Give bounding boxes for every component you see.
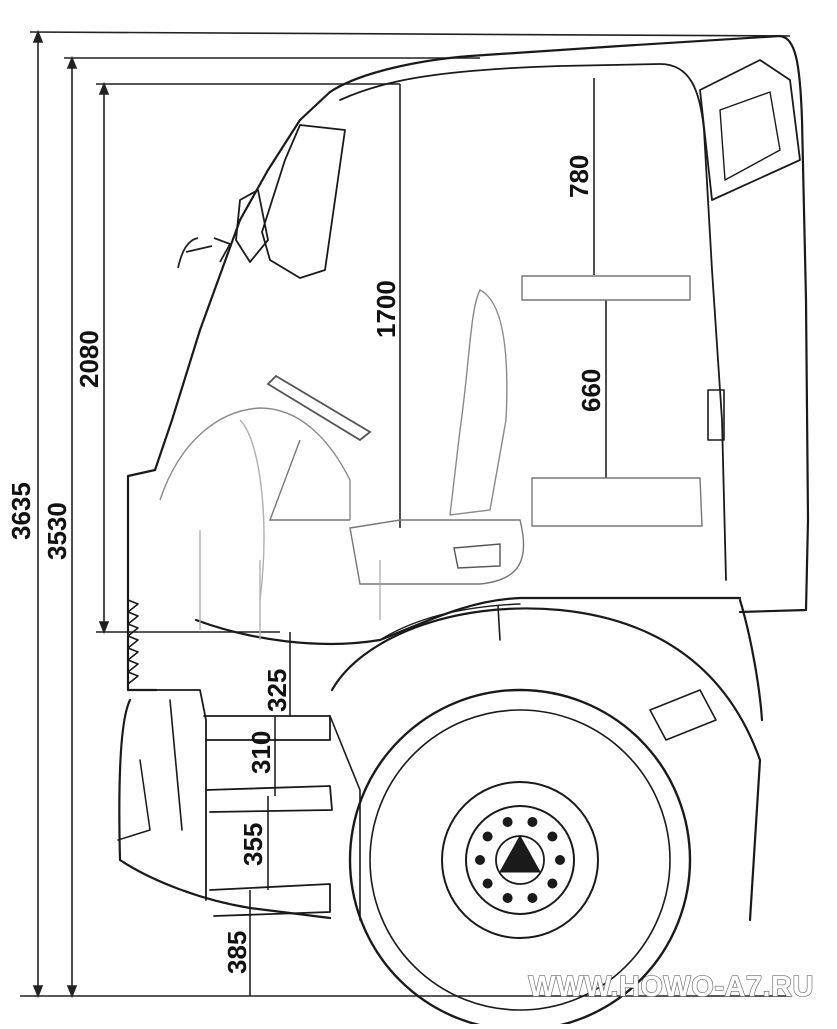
upper-step — [203, 715, 331, 741]
watermark: WWW.HOWO-A7.RU — [528, 971, 814, 1003]
door-handle — [707, 389, 725, 441]
label-660: 660 — [576, 369, 606, 412]
steering-wheel — [266, 374, 372, 442]
tire — [348, 688, 692, 1029]
wheel-nut — [547, 878, 558, 889]
fender — [330, 607, 762, 922]
wheel-nut — [475, 855, 485, 865]
wheel-nuts — [475, 817, 565, 903]
driver-seat — [449, 289, 508, 516]
hub — [465, 805, 575, 915]
hand-sketch-mark — [177, 237, 232, 269]
roof-and-rear-wall — [328, 34, 810, 614]
wheel-nut — [527, 817, 538, 827]
label-325: 325 — [262, 669, 292, 712]
wheel-nut — [547, 831, 558, 842]
front-wheel — [348, 688, 692, 1029]
cab-interior — [159, 275, 703, 640]
wheel-nut — [502, 893, 513, 903]
overall-height-dimension-lines — [20, 29, 791, 999]
front-bumper — [118, 698, 332, 920]
windscreen — [153, 90, 332, 472]
label-385: 385 — [222, 931, 252, 974]
wheel-nut — [502, 817, 513, 827]
wheel-nut — [482, 831, 493, 842]
dashboard — [159, 407, 351, 520]
wheel-nut — [527, 893, 538, 903]
upper-bunk — [521, 275, 691, 301]
label-310: 310 — [246, 731, 276, 774]
mirror — [235, 189, 269, 263]
middle-step — [205, 785, 333, 813]
side-window — [261, 124, 346, 279]
interior-dimension-lines — [249, 78, 607, 996]
label-3530: 3530 — [42, 502, 72, 560]
lower-step — [209, 883, 331, 917]
label-3635: 3635 — [6, 482, 36, 540]
label-780: 780 — [564, 155, 594, 198]
wheel-nut — [482, 878, 493, 889]
label-2080: 2080 — [74, 330, 104, 388]
cab-outline — [117, 34, 810, 922]
label-1700: 1700 — [371, 280, 401, 338]
lower-bunk — [531, 477, 703, 527]
wheel-nut — [555, 855, 565, 865]
dimension-labels: 3635 3530 2080 1700 780 660 325 310 355 … — [6, 155, 606, 974]
label-355: 355 — [238, 823, 268, 866]
